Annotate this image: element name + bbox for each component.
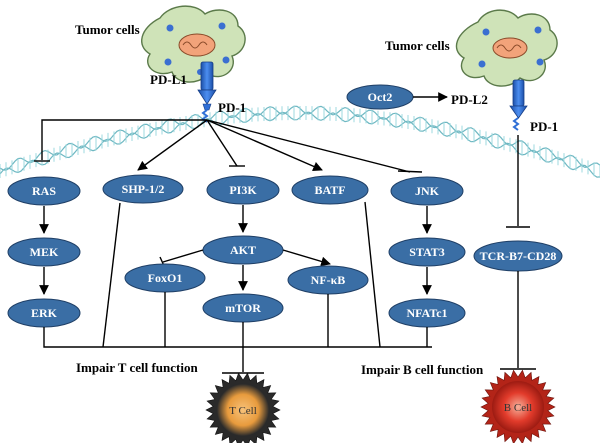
pd1-signal-fan bbox=[34, 119, 423, 173]
pdl1-pd1-receptor-left bbox=[197, 61, 217, 123]
node-jnk: JNK bbox=[390, 176, 464, 206]
b-cell-label: B Cell bbox=[504, 402, 532, 414]
node-akt: AKT bbox=[202, 235, 284, 265]
node-foxo1: FoxO1 bbox=[124, 263, 206, 293]
batf-collector-line bbox=[364, 201, 381, 348]
node-mek: MEK bbox=[7, 237, 81, 267]
node-pi3k: PI3K bbox=[206, 175, 280, 205]
pi3k-label: PI3K bbox=[229, 183, 257, 197]
nfkb-label: NF-κB bbox=[311, 273, 346, 287]
node-nfkb: NF-κB bbox=[287, 265, 369, 295]
tumor-cells-right-label: Tumor cells bbox=[385, 38, 450, 53]
pd1-to-batf-arrow bbox=[206, 119, 323, 171]
t-cell-label: T Cell bbox=[229, 405, 257, 417]
node-ras: RAS bbox=[7, 176, 81, 206]
node-batf: BATF bbox=[291, 175, 369, 205]
node-mtor: mTOR bbox=[202, 293, 284, 323]
pd1-right-label: PD-1 bbox=[530, 119, 558, 134]
tcr-label: TCR-B7-CD28 bbox=[480, 249, 557, 263]
pd1-left-label: PD-1 bbox=[218, 100, 246, 115]
pdl1-label: PD-L1 bbox=[150, 72, 187, 87]
mek-label: MEK bbox=[30, 245, 59, 259]
tumor-cell-left bbox=[141, 5, 246, 83]
akt-to-nfkb-arrow bbox=[282, 249, 331, 267]
foxo1-label: FoxO1 bbox=[148, 271, 183, 285]
erk-collector-line bbox=[43, 327, 432, 348]
pd1-to-shp-arrow bbox=[137, 119, 208, 171]
jnk-inhibit-bar bbox=[397, 170, 423, 173]
batf-label: BATF bbox=[314, 183, 345, 197]
node-erk: ERK bbox=[7, 298, 81, 328]
impair-b-cell-label: Impair B cell function bbox=[361, 362, 484, 377]
b-cell: B Cell bbox=[480, 369, 556, 443]
tumor-cell-right bbox=[455, 9, 558, 87]
shp-label: SHP-1/2 bbox=[122, 182, 165, 196]
ras-label: RAS bbox=[32, 184, 56, 198]
pd1-to-ras-path bbox=[41, 119, 207, 160]
nfatc1-label: NFATc1 bbox=[406, 306, 447, 320]
stat3-label: STAT3 bbox=[409, 245, 445, 259]
impair-t-cell-label: Impair T cell function bbox=[76, 360, 198, 375]
pdl2-pd1-receptor-right bbox=[509, 79, 528, 131]
pd1-to-pi3k-line bbox=[206, 119, 238, 167]
mtor-label: mTOR bbox=[225, 301, 261, 315]
akt-to-foxo1-line bbox=[162, 249, 204, 263]
oct2-label: Oct2 bbox=[368, 90, 393, 104]
akt-label: AKT bbox=[230, 243, 256, 257]
tumor-cells-left-label: Tumor cells bbox=[75, 22, 140, 37]
node-shp: SHP-1/2 bbox=[102, 174, 184, 204]
erk-label: ERK bbox=[31, 306, 58, 320]
pdl2-label: PD-L2 bbox=[451, 92, 488, 107]
t-cell: T Cell bbox=[205, 372, 281, 443]
node-stat3: STAT3 bbox=[388, 237, 466, 267]
cell-membrane bbox=[0, 105, 600, 178]
node-nfatc1: NFATc1 bbox=[388, 298, 466, 328]
node-tcr-b7-cd28: TCR-B7-CD28 bbox=[473, 240, 563, 272]
shp-collector-line bbox=[102, 202, 121, 348]
pd1-to-jnk-line bbox=[206, 119, 411, 173]
jnk-label: JNK bbox=[415, 184, 440, 198]
convergence-lines bbox=[43, 201, 432, 374]
